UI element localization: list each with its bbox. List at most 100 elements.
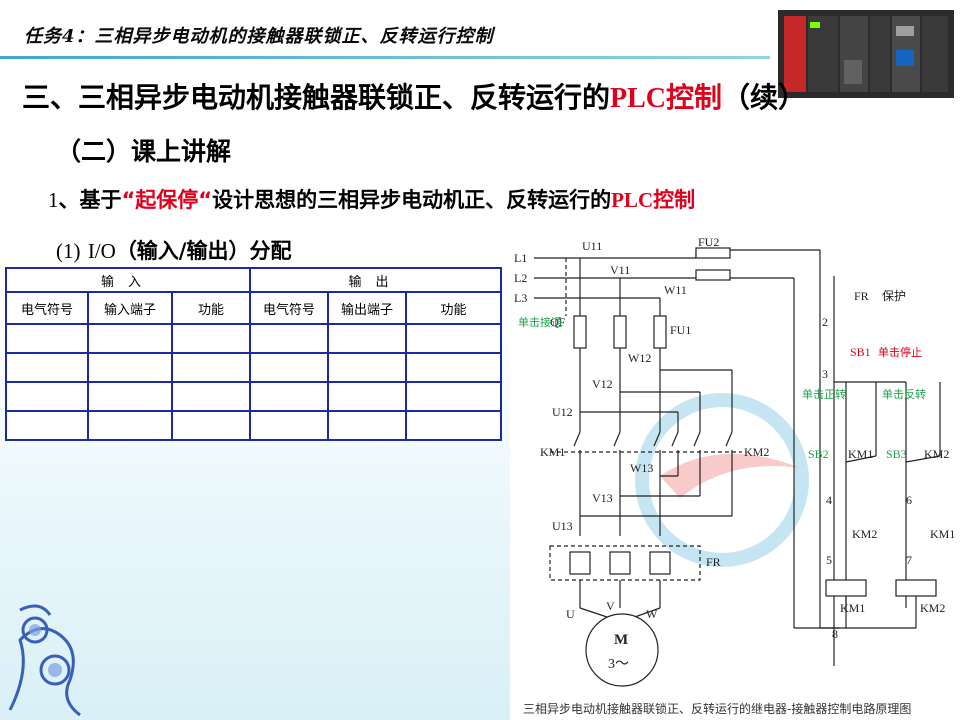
label-km2-aux: KM2	[924, 447, 949, 461]
table-header-row: 电气符号 输入端子 功能 电气符号 输出端子 功能	[5, 291, 502, 325]
label-u13: U13	[552, 519, 573, 533]
table-cell[interactable]	[405, 352, 502, 383]
plc-device-image	[770, 0, 960, 112]
label-fu1: FU1	[670, 323, 691, 337]
node-8: 8	[832, 627, 838, 641]
input-group-header: 输入	[5, 267, 251, 293]
node-5: 5	[826, 553, 832, 567]
circuit-diagram: L1 L2 L3 U11 V11 W11 FU2 FU1 QF 单击接通 W12…	[510, 236, 960, 720]
node-7: 7	[906, 553, 912, 567]
label-u11: U11	[582, 239, 602, 253]
table-cell[interactable]	[5, 410, 89, 441]
item-1-1-number: (1)	[56, 239, 81, 263]
node-3: 3	[822, 367, 828, 381]
label-w12: W12	[628, 351, 651, 365]
item-1-heading: 1、基于“起保停“设计思想的三相异步电动机正、反转运行的PLC控制	[48, 184, 695, 214]
col-header-input-function: 功能	[171, 291, 251, 325]
table-cell[interactable]	[405, 323, 502, 354]
output-group-header: 输出	[249, 267, 502, 293]
power-lines	[534, 247, 821, 687]
item-1-number: 1	[48, 188, 59, 212]
table-cell[interactable]	[249, 352, 329, 383]
label-km1-coil: KM1	[840, 601, 865, 615]
table-cell[interactable]	[171, 352, 251, 383]
label-v13: V13	[592, 491, 613, 505]
table-row	[5, 381, 502, 412]
table-cell[interactable]	[249, 323, 329, 354]
motor-m-label: M	[614, 632, 628, 648]
label-l3: L3	[514, 291, 527, 305]
table-cell[interactable]	[87, 381, 173, 412]
title-suffix: （续）	[722, 81, 807, 114]
title-plc: PLC控制	[610, 83, 723, 114]
label-w13: W13	[630, 461, 653, 475]
node-4: 4	[826, 493, 832, 507]
table-cell[interactable]	[171, 323, 251, 354]
table-row	[5, 352, 502, 383]
slide-title: 三、三相异步电动机接触器联锁正、反转运行的PLC控制（续）	[22, 76, 806, 116]
table-cell[interactable]	[327, 352, 407, 383]
label-km2-coil: KM2	[920, 601, 945, 615]
table-cell[interactable]	[5, 323, 89, 354]
table-cell[interactable]	[405, 381, 502, 412]
table-cell[interactable]	[327, 410, 407, 441]
table-cell[interactable]	[327, 323, 407, 354]
label-fr-main: FR	[706, 555, 721, 569]
motor-symbol	[585, 613, 659, 687]
label-single-switch: 单击接通	[518, 316, 562, 329]
table-cell[interactable]	[249, 381, 329, 412]
item-1-text-b: 设计思想的三相异步电动机正、反转运行的	[212, 188, 612, 212]
watermark-logo	[635, 393, 809, 567]
label-km2-main: KM2	[744, 445, 769, 459]
table-cell[interactable]	[405, 410, 502, 441]
item-1-1-heading: (1) I/O（输入/输出）分配	[56, 235, 291, 265]
item-1-text-a: 、基于	[58, 188, 122, 212]
label-fu2: FU2	[698, 236, 719, 249]
col-header-output-function: 功能	[405, 291, 502, 325]
table-cell[interactable]	[5, 381, 89, 412]
table-cell[interactable]	[87, 323, 173, 354]
diagram-caption: 三相异步电动机接触器联锁正、反转运行的继电器-接触器控制电路原理图	[523, 702, 912, 716]
label-v11: V11	[610, 263, 630, 277]
table-cell[interactable]	[5, 352, 89, 383]
item-1-1-io: I/O	[87, 239, 116, 263]
label-fr-protect: 保护	[882, 289, 906, 303]
node-6: 6	[906, 493, 912, 507]
col-header-input-terminal: 输入端子	[87, 291, 173, 325]
col-header-output-symbol: 电气符号	[249, 291, 329, 325]
label-qf: QF	[550, 315, 566, 329]
table-row	[5, 410, 502, 441]
table-cell[interactable]	[87, 352, 173, 383]
label-sb3: SB3	[886, 447, 907, 461]
table-cell[interactable]	[171, 410, 251, 441]
label-w: W	[646, 607, 658, 621]
table-cell[interactable]	[249, 410, 329, 441]
ornament-decoration	[8, 604, 81, 717]
label-sb1-note: 单击停止	[878, 345, 922, 359]
label-u12: U12	[552, 405, 573, 419]
motor-phase-label: 3～	[608, 657, 629, 672]
header-divider	[0, 56, 770, 59]
label-sb2-note: 单击正转	[802, 387, 846, 401]
io-allocation-table: 输入 输出 电气符号 输入端子 功能 电气符号 输出端子 功能	[5, 267, 502, 441]
control-circuit	[794, 276, 941, 666]
label-km2-interlock: KM2	[852, 527, 877, 541]
label-sb3-note: 单击反转	[882, 387, 926, 401]
label-l1: L1	[514, 251, 527, 265]
table-cell[interactable]	[171, 381, 251, 412]
col-header-input-symbol: 电气符号	[5, 291, 89, 325]
node-2: 2	[822, 315, 828, 329]
label-v: V	[606, 599, 615, 613]
label-sb1: SB1	[850, 345, 871, 359]
col-header-output-terminal: 输出端子	[327, 291, 407, 325]
label-u: U	[566, 607, 575, 621]
label-km1-aux: KM1	[848, 447, 873, 461]
table-cell[interactable]	[327, 381, 407, 412]
table-group-row: 输入 输出	[5, 267, 502, 293]
watermark-swoosh	[660, 453, 800, 498]
table-cell[interactable]	[87, 410, 173, 441]
item-1-1-text: （输入/输出）分配	[115, 239, 292, 263]
label-km1-interlock: KM1	[930, 527, 955, 541]
label-fr-control: FR	[854, 289, 869, 303]
task-title: 任务4：三相异步电动机的接触器联锁正、反转运行控制	[24, 26, 494, 47]
